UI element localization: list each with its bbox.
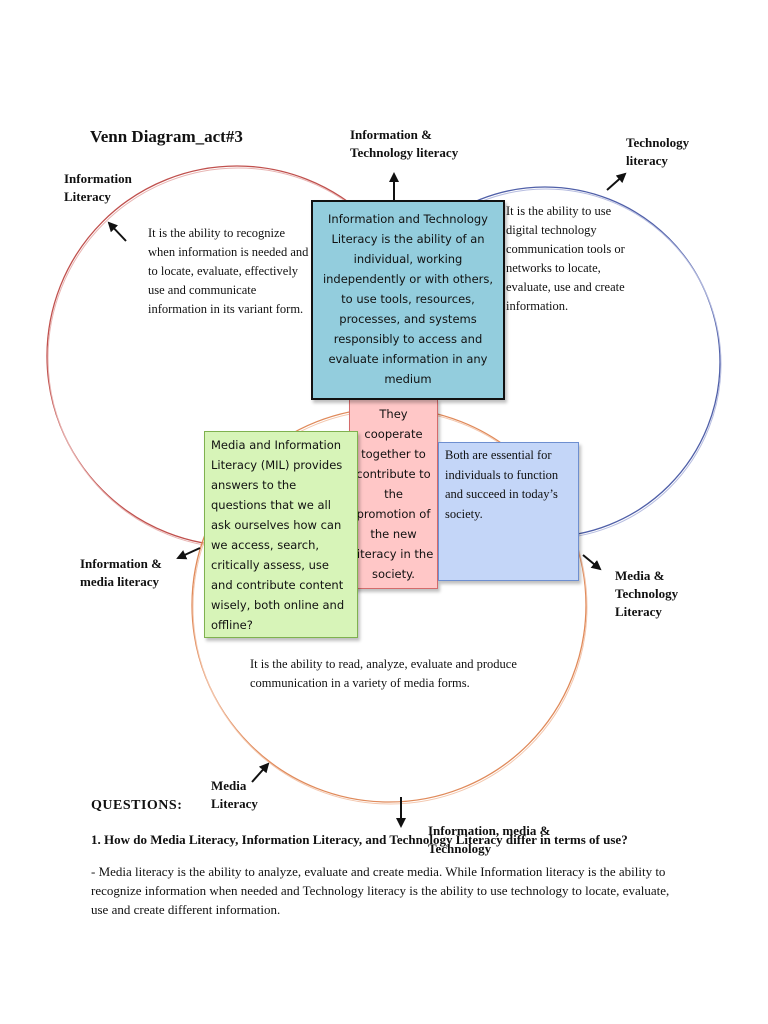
question-1: 1. How do Media Literacy, Information Li…	[91, 832, 628, 847]
arrow-media	[251, 762, 270, 783]
box-media-technology: Both are essential for individuals to fu…	[438, 442, 579, 581]
answer-1: - Media literacy is the ability to analy…	[91, 864, 670, 917]
box-all-three: They cooperate together to contribute to…	[349, 399, 438, 589]
label-media-technology: Media & Technology Literacy	[615, 568, 679, 619]
description-media-literacy: It is the ability to read, analyze, eval…	[250, 657, 517, 690]
arrow-media-tech	[582, 554, 602, 571]
label-information-literacy: Information Literacy	[64, 171, 132, 204]
box-information-technology-text: Information and Technology Literacy is t…	[322, 212, 494, 386]
box-information-technology: Information and Technology Literacy is t…	[311, 200, 505, 400]
description-technology-literacy: It is the ability to use digital technol…	[506, 204, 625, 313]
label-media-literacy: Media Literacy	[211, 778, 258, 811]
description-information-literacy: It is the ability to recognize when info…	[148, 226, 309, 316]
label-information-media: Information & media literacy	[80, 556, 162, 589]
box-information-media-text: Media and Information Literacy (MIL) pro…	[211, 438, 345, 632]
page-title: Venn Diagram_act#3	[90, 127, 243, 146]
box-information-media: Media and Information Literacy (MIL) pro…	[204, 431, 358, 638]
box-media-technology-text: Both are essential for individuals to fu…	[445, 448, 559, 521]
questions-heading: QUESTIONS:	[91, 798, 183, 813]
box-all-three-text: They cooperate together to contribute to…	[353, 407, 434, 581]
label-information-technology: Information & Technology literacy	[350, 127, 459, 160]
label-technology-literacy: Technology literacy	[626, 135, 690, 168]
arrow-info-media	[176, 547, 201, 560]
arrow-tech	[606, 172, 627, 191]
label-all-three: Information, media & Technology	[428, 823, 551, 856]
arrow-info	[107, 221, 127, 242]
